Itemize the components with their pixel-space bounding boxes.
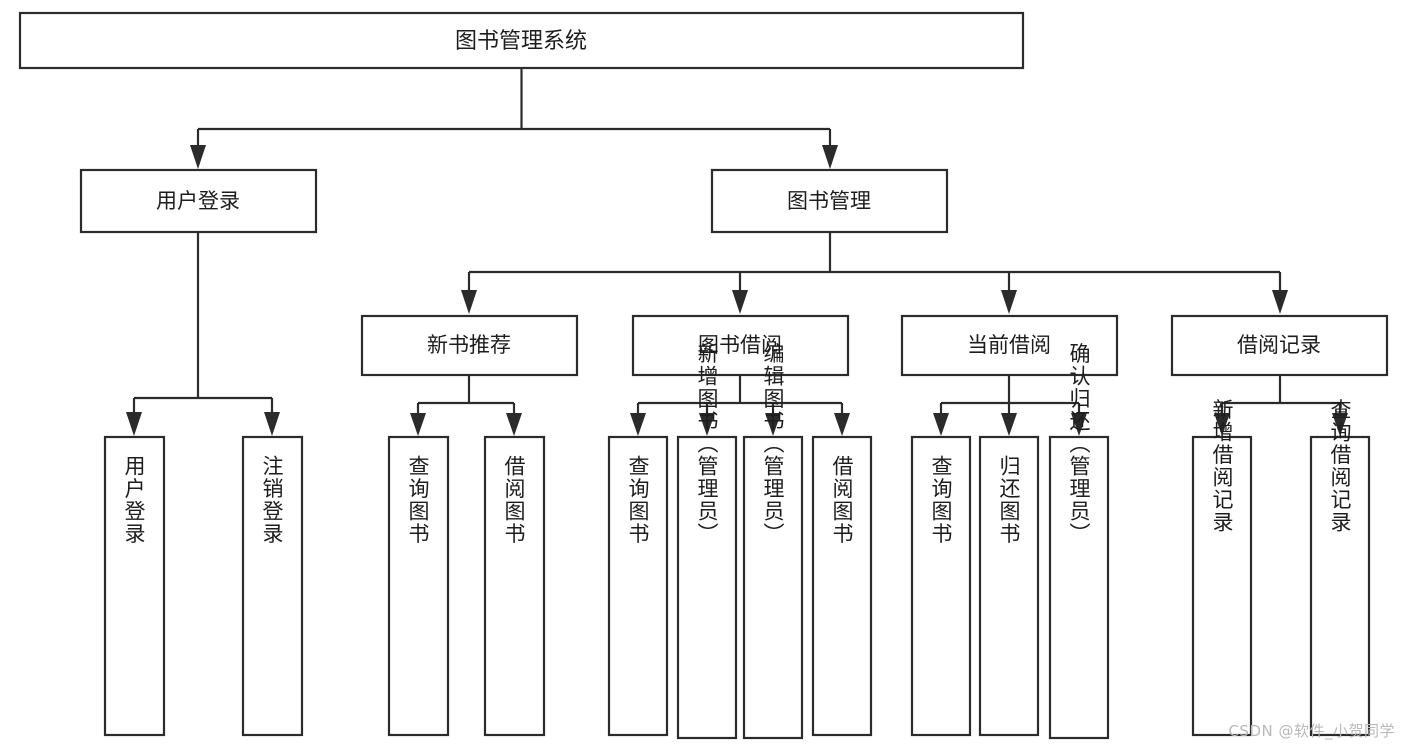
node-leaf-add-record-rect[interactable] bbox=[1191, 435, 1253, 737]
node-leaf-edit-book-rect[interactable] bbox=[742, 435, 804, 740]
node-leaf-query-book-1[interactable]: 查询图书 bbox=[387, 435, 450, 737]
node-leaf-return-book[interactable]: 归还图书 bbox=[978, 435, 1040, 737]
node-book-management[interactable]: 图书管理 bbox=[710, 168, 949, 234]
node-leaf-return-book-rect[interactable] bbox=[978, 435, 1040, 737]
arrow-head-new-book-recommend bbox=[461, 290, 477, 314]
node-current-borrow[interactable]: 当前借阅 bbox=[900, 314, 1119, 377]
node-user-login-label: 用户登录 bbox=[156, 189, 240, 213]
node-leaf-user-login-rect[interactable] bbox=[103, 435, 166, 737]
node-leaf-user-login-label: 用户登录 bbox=[122, 455, 146, 545]
node-leaf-logout-login-rect[interactable] bbox=[241, 435, 304, 737]
node-current-borrow-label: 当前借阅 bbox=[967, 333, 1051, 357]
arrow-head-leaf-query-record bbox=[1332, 413, 1348, 436]
arrow-head-leaf-query-book-1 bbox=[410, 413, 426, 436]
arrow-head-leaf-logout-login bbox=[264, 412, 280, 436]
csdn-watermark: CSDN @软件_小贺同学 bbox=[1228, 722, 1395, 740]
node-book-management-rect[interactable] bbox=[710, 168, 949, 234]
node-leaf-logout-login-label: 注销登录 bbox=[260, 455, 284, 545]
arrow-head-current-borrow bbox=[1001, 290, 1017, 314]
node-leaf-logout-login[interactable]: 注销登录 bbox=[241, 435, 304, 737]
arrow-head-leaf-edit-book bbox=[765, 413, 781, 436]
node-leaf-borrow-book-1[interactable]: 借阅图书 bbox=[483, 435, 546, 737]
node-user-login-rect[interactable] bbox=[79, 168, 318, 234]
node-leaf-add-book-label: 新增图书（管理员） bbox=[695, 343, 719, 546]
node-leaf-query-book-3-rect[interactable] bbox=[910, 435, 972, 737]
node-book-borrow-rect[interactable] bbox=[631, 314, 850, 377]
node-book-management-label: 图书管理 bbox=[787, 189, 871, 213]
arrow-head-leaf-add-record bbox=[1214, 413, 1230, 436]
node-leaf-query-book-2-label: 查询图书 bbox=[626, 455, 650, 545]
node-leaf-add-book[interactable]: 新增图书（管理员） bbox=[676, 343, 738, 740]
node-leaf-query-record-label: 查询借阅记录 bbox=[1328, 399, 1352, 534]
node-leaf-query-record-rect[interactable] bbox=[1309, 435, 1371, 737]
arrow-head-book-management bbox=[822, 145, 838, 169]
node-borrow-record[interactable]: 借阅记录 bbox=[1170, 314, 1389, 377]
node-leaf-query-book-2[interactable]: 查询图书 bbox=[607, 435, 669, 737]
node-leaf-confirm-return-rect[interactable] bbox=[1048, 435, 1110, 740]
arrow-head-borrow-record bbox=[1272, 290, 1288, 314]
node-book-borrow-label: 图书借阅 bbox=[698, 333, 782, 357]
node-leaf-user-login[interactable]: 用户登录 bbox=[103, 435, 166, 737]
node-new-book-recommend[interactable]: 新书推荐 bbox=[360, 314, 579, 377]
node-leaf-borrow-book-1-label: 借阅图书 bbox=[502, 455, 526, 545]
node-user-login[interactable]: 用户登录 bbox=[79, 168, 318, 234]
node-current-borrow-rect[interactable] bbox=[900, 314, 1119, 377]
node-leaf-add-record-label: 新增借阅记录 bbox=[1210, 399, 1234, 534]
node-leaf-borrow-book-2-label: 借阅图书 bbox=[830, 455, 854, 545]
arrow-head-leaf-borrow-book-2 bbox=[834, 413, 850, 436]
arrow-head-book-borrow bbox=[732, 290, 748, 314]
node-leaf-borrow-book-2[interactable]: 借阅图书 bbox=[811, 435, 873, 737]
arrow-head-leaf-query-book-3 bbox=[933, 413, 949, 436]
node-leaf-edit-book[interactable]: 编辑图书（管理员） bbox=[742, 343, 804, 740]
node-leaf-query-book-2-rect[interactable] bbox=[607, 435, 669, 737]
node-leaf-query-book-3[interactable]: 查询图书 bbox=[910, 435, 972, 737]
node-leaf-confirm-return-label: 确认归还（管理员） bbox=[1067, 343, 1091, 546]
arrow-head-leaf-user-login bbox=[126, 412, 142, 436]
node-leaf-borrow-book-2-rect[interactable] bbox=[811, 435, 873, 737]
node-new-book-recommend-label: 新书推荐 bbox=[427, 333, 511, 357]
arrow-head-leaf-query-book-2 bbox=[630, 413, 646, 436]
node-leaf-borrow-book-1-rect[interactable] bbox=[483, 435, 546, 737]
node-leaf-add-book-rect[interactable] bbox=[676, 435, 738, 740]
node-new-book-recommend-rect[interactable] bbox=[360, 314, 579, 377]
arrow-head-leaf-borrow-book-1 bbox=[506, 413, 522, 436]
node-leaf-return-book-label: 归还图书 bbox=[997, 455, 1021, 545]
arrow-head-leaf-confirm-return bbox=[1071, 413, 1087, 436]
arrow-head-user-login bbox=[190, 145, 206, 169]
node-root[interactable]: 图书管理系统 bbox=[18, 11, 1025, 70]
arrow-head-leaf-return-book bbox=[1001, 413, 1017, 436]
node-book-borrow[interactable]: 图书借阅 bbox=[631, 314, 850, 377]
node-leaf-edit-book-label: 编辑图书（管理员） bbox=[761, 343, 785, 546]
node-borrow-record-rect[interactable] bbox=[1170, 314, 1389, 377]
node-leaf-add-record[interactable]: 新增借阅记录 bbox=[1191, 399, 1253, 737]
node-leaf-query-record[interactable]: 查询借阅记录 bbox=[1309, 399, 1371, 737]
node-root-label: 图书管理系统 bbox=[455, 29, 587, 54]
node-leaf-confirm-return[interactable]: 确认归还（管理员） bbox=[1048, 343, 1110, 740]
node-leaf-query-book-3-label: 查询图书 bbox=[929, 455, 953, 545]
node-leaf-query-book-1-rect[interactable] bbox=[387, 435, 450, 737]
node-leaf-query-book-1-label: 查询图书 bbox=[406, 455, 430, 545]
arrow-head-leaf-add-book bbox=[699, 413, 715, 436]
connector-layer bbox=[126, 68, 1348, 436]
node-root-rect[interactable] bbox=[18, 11, 1025, 70]
node-borrow-record-label: 借阅记录 bbox=[1237, 333, 1321, 357]
